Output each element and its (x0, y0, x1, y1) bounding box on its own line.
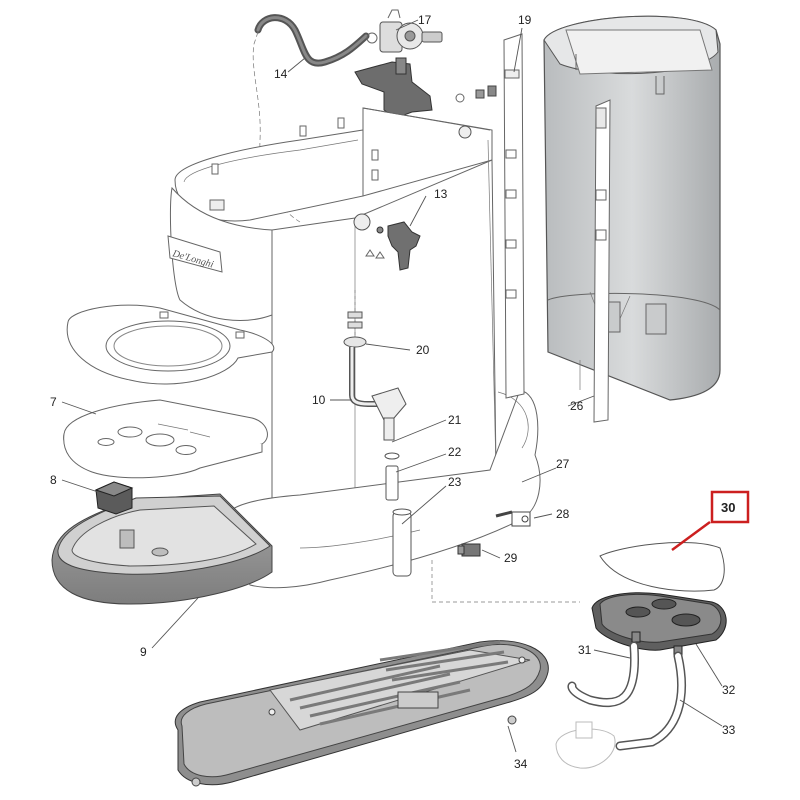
water-tank-part (543, 15, 721, 423)
tray-clip-part (94, 481, 134, 515)
part-label-22: 22 (448, 445, 462, 459)
highlight-callout-30 (671, 490, 750, 552)
part-label-20: 20 (416, 343, 430, 357)
part-label-31: 31 (578, 643, 592, 657)
part-label-26: 26 (570, 399, 584, 413)
valve-bracket-part (354, 57, 497, 119)
assembly-leader (431, 560, 580, 603)
part-label-30: 30 (721, 500, 735, 515)
part-label-17: 17 (418, 13, 432, 27)
filter-sheet-part (599, 542, 725, 592)
small-parts (457, 510, 531, 557)
drip-tray-part (51, 493, 273, 605)
water-tubes-part (555, 641, 686, 769)
part-label-19: 19 (518, 13, 532, 27)
part-label-32: 32 (722, 683, 736, 697)
part-label-14: 14 (274, 67, 288, 81)
frame-strip-part (503, 33, 525, 399)
part-label-13: 13 (434, 187, 448, 201)
cup-grid-plate-part (63, 399, 268, 479)
part-label-23: 23 (448, 475, 462, 489)
part-label-29: 29 (504, 551, 518, 565)
part-label-34: 34 (514, 757, 528, 771)
selector-knob-part (365, 221, 421, 271)
cup-holder-frame-part (66, 304, 275, 385)
highlight-box (710, 490, 750, 524)
part-label-9: 9 (140, 645, 147, 659)
part-label-33: 33 (722, 723, 736, 737)
steam-wand-assembly (343, 290, 412, 577)
part-label-28: 28 (556, 507, 570, 521)
part-label-21: 21 (448, 413, 462, 427)
part-label-10: 10 (312, 393, 326, 407)
part-labels: 17 14 19 13 20 10 21 22 23 7 8 9 26 27 2… (50, 13, 736, 771)
leader-lines (61, 19, 723, 753)
machine-body-housing: De'Longhi (167, 107, 541, 589)
valve-plate-part (591, 592, 727, 657)
part-label-27: 27 (556, 457, 570, 471)
part-label-7: 7 (50, 395, 57, 409)
part-label-8: 8 (50, 473, 57, 487)
base-plate-part (174, 640, 549, 787)
